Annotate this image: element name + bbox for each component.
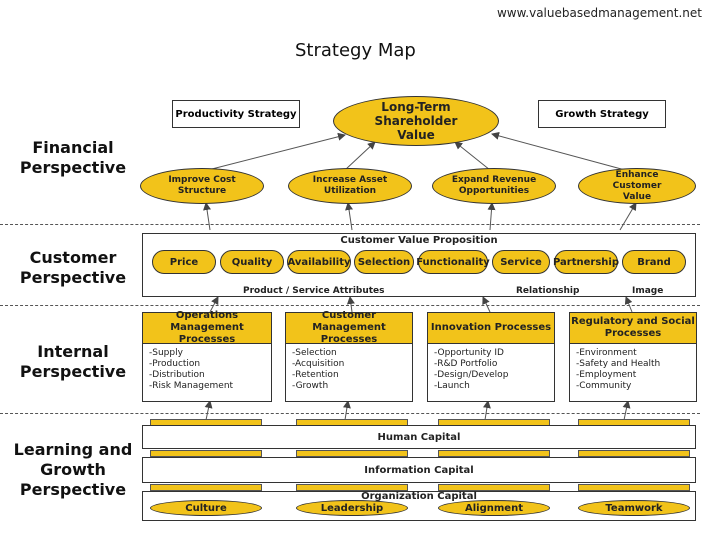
process-regulatory-title: Regulatory and Social Processes <box>569 312 697 344</box>
process-regulatory-list: -Environment -Safety and Health -Employm… <box>569 344 697 402</box>
list-item: -Distribution <box>149 370 205 380</box>
human-capital-bar: Human Capital <box>142 425 696 449</box>
list-item: -Acquisition <box>292 359 345 369</box>
growth-strategy-box: Growth Strategy <box>538 100 666 128</box>
org-item-alignment: Alignment <box>438 500 550 516</box>
internal-perspective-label: Internal Perspective <box>19 342 127 381</box>
objective-asset-utilization: Increase Asset Utilization <box>288 168 412 204</box>
list-item: -Risk Management <box>149 381 234 391</box>
objective-improve-cost: Improve Cost Structure <box>140 168 264 204</box>
objective-enhance-customer-value: Enhance Customer Value <box>578 168 696 204</box>
customer-perspective-label: Customer Perspective <box>19 248 127 287</box>
product-service-attributes-label: Product / Service Attributes <box>243 286 385 296</box>
list-item: -Environment <box>576 348 637 358</box>
objective-expand-revenue: Expand Revenue Opportunities <box>432 168 556 204</box>
process-operations-list: -Supply -Production -Distribution -Risk … <box>142 344 272 402</box>
customer-value-proposition-title: Customer Value Proposition <box>340 235 498 246</box>
productivity-strategy-box: Productivity Strategy <box>172 100 300 128</box>
attribute-partnership: Partnership <box>553 250 619 274</box>
separator-financial-customer <box>0 224 700 225</box>
list-item: -Safety and Health <box>576 359 661 369</box>
org-item-culture: Culture <box>150 500 262 516</box>
capital-tab <box>578 484 690 491</box>
list-item: -Community <box>576 381 632 391</box>
org-item-leadership: Leadership <box>296 500 408 516</box>
process-innovation-title: Innovation Processes <box>427 312 555 344</box>
capital-tab <box>438 450 550 457</box>
attribute-selection: Selection <box>354 250 414 274</box>
attribute-price: Price <box>152 250 216 274</box>
list-item: -Production <box>149 359 201 369</box>
list-item: -Employment <box>576 370 637 380</box>
process-operations-title: Operations Management Processes <box>142 310 272 345</box>
watermark-url: www.valuebasedmanagement.net <box>496 6 702 20</box>
capital-tab <box>296 484 408 491</box>
information-capital-bar: Information Capital <box>142 457 696 483</box>
list-item: -Opportunity ID <box>434 348 504 358</box>
attribute-quality: Quality <box>220 250 284 274</box>
attribute-service: Service <box>492 250 550 274</box>
list-item: -Supply <box>149 348 183 358</box>
list-item: -Design/Develop <box>434 370 509 380</box>
long-term-shareholder-value-oval: Long-Term Shareholder Value <box>333 96 499 146</box>
list-item: -Retention <box>292 370 339 380</box>
attribute-availability: Availability <box>287 250 351 274</box>
image-label: Image <box>632 286 664 296</box>
capital-tab <box>150 450 262 457</box>
capital-tab <box>578 450 690 457</box>
organization-capital-label: Organization Capital <box>361 491 477 502</box>
attribute-brand: Brand <box>622 250 686 274</box>
page-title: Strategy Map <box>295 40 416 61</box>
separator-customer-internal <box>0 305 700 306</box>
capital-tab <box>438 484 550 491</box>
process-innovation-list: -Opportunity ID -R&D Portfolio -Design/D… <box>427 344 555 402</box>
attribute-functionality: Functionality <box>416 250 490 274</box>
capital-tab <box>150 484 262 491</box>
capital-tab <box>296 450 408 457</box>
process-customer-mgmt-list: -Selection -Acquisition -Retention -Grow… <box>285 344 413 402</box>
list-item: -Launch <box>434 381 470 391</box>
org-item-teamwork: Teamwork <box>578 500 690 516</box>
learning-growth-perspective-label: Learning and Growth Perspective <box>13 440 133 499</box>
process-customer-mgmt-title: Customer Management Processes <box>285 310 413 345</box>
list-item: -R&D Portfolio <box>434 359 498 369</box>
list-item: -Selection <box>292 348 337 358</box>
relationship-label: Relationship <box>516 286 580 296</box>
separator-internal-learning <box>0 413 700 414</box>
financial-perspective-label: Financial Perspective <box>19 138 127 177</box>
list-item: -Growth <box>292 381 329 391</box>
